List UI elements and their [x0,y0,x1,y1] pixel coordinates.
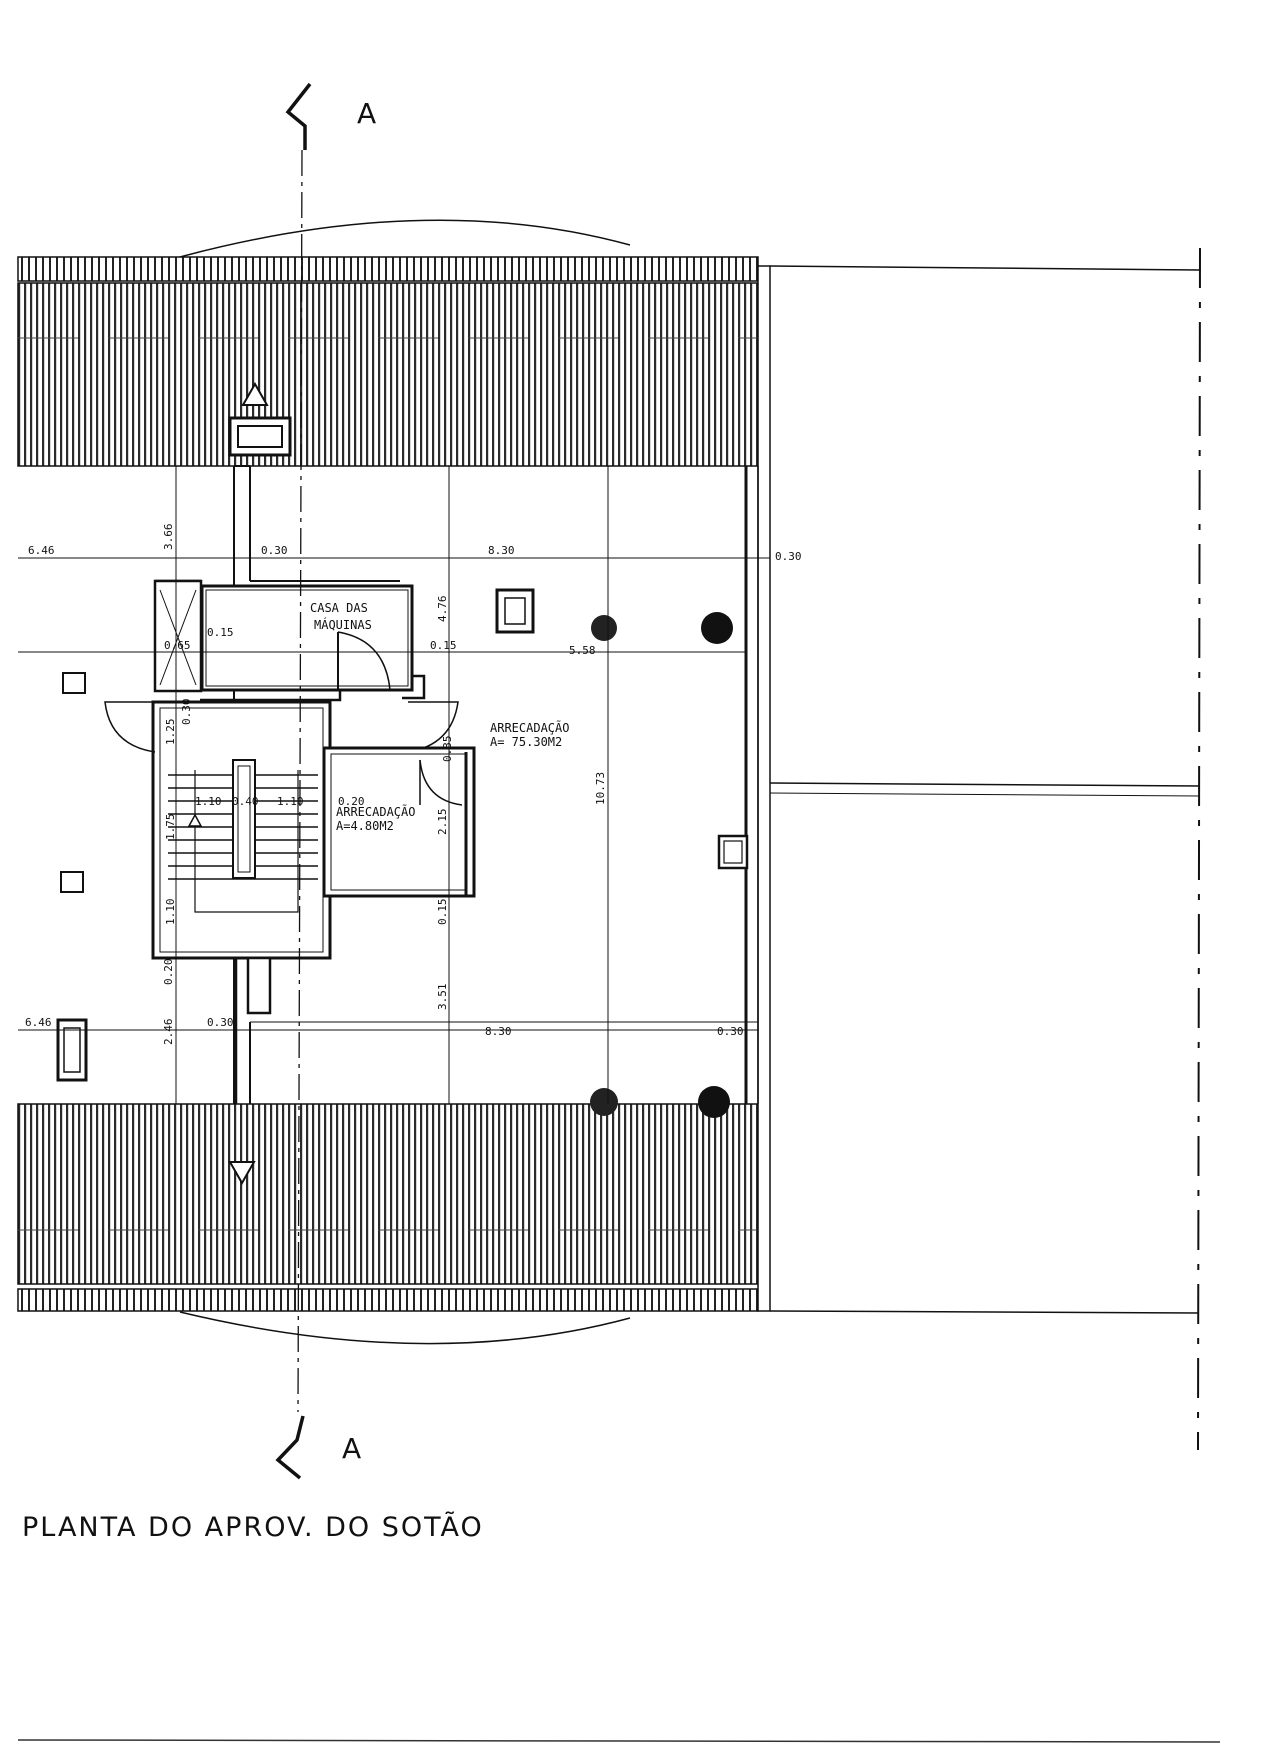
right-terrace [757,247,1201,1451]
dim-0-30-right-bottom: 0.30 [717,1025,744,1038]
dim-5-58: 5.58 [569,644,596,657]
dim-3-66: 3.66 [162,524,175,551]
dim-0-15-b: 0.15 [430,639,457,652]
section-line-a [275,82,312,1480]
vent-box-a [62,672,86,694]
dimension-labels: 6.46 3.66 0.30 8.30 0.30 4.76 0.15 0.65 … [25,524,802,1046]
stair-up-arrow-icon [187,813,203,827]
dim-0-30-bottom: 0.30 [207,1016,234,1029]
dim-10-73: 10.73 [594,772,607,805]
label-storage-main-2: A= 75.30M2 [490,735,562,749]
roof-band-bottom [17,1103,759,1345]
dim-6-46-top: 6.46 [28,544,55,557]
slope-arrow-down-icon [228,1161,256,1186]
dim-0-15-c: 0.15 [436,899,449,926]
dim-0-20-a: 0.20 [338,795,365,808]
label-machine-room-2: MÁQUINAS [314,617,372,632]
dim-8-30-top: 8.30 [488,544,515,557]
dimension-lines [18,466,770,1104]
dim-2-15: 2.15 [436,809,449,836]
stair-treads [168,759,318,913]
dim-1-25: 1.25 [164,719,177,746]
dim-1-10-a: 1.10 [195,795,222,808]
roof-band-top [17,219,759,467]
dim-8-30-bottom: 8.30 [485,1025,512,1038]
drawing-title: PLANTA DO APROV. DO SOTÃO [22,1512,484,1543]
dim-0-40: 0.40 [232,795,259,808]
dim-0-30-vert: 0.30 [180,699,193,726]
dim-1-10-b: 1.10 [277,795,304,808]
label-storage-small-1: ARRECADAÇÃO [336,804,415,819]
dim-1-75: 1.75 [164,814,177,841]
dim-0-65: 0.65 [164,639,191,652]
dim-0-30-top: 0.30 [261,544,288,557]
columns [590,612,733,1118]
section-marker-bottom: A [342,1432,361,1465]
skylight-a [495,588,535,634]
skylight-b [56,1018,88,1082]
sheet-bottom-rule [17,1739,1221,1743]
dim-0-35: 0.35 [441,736,454,763]
label-storage-small-2: A=4.80M2 [336,819,394,833]
dim-1-10-c: 1.10 [164,899,177,926]
dim-0-30-right-top: 0.30 [775,550,802,563]
stair-core [104,579,476,1104]
slope-arrow-up-icon [241,381,269,406]
dim-3-51: 3.51 [436,984,449,1011]
dim-0-15-a: 0.15 [207,626,234,639]
label-machine-room-1: CASA DAS [310,601,368,615]
dim-4-76: 4.76 [436,596,449,623]
vent-box-b [60,871,84,893]
dim-6-46-bottom: 6.46 [25,1016,52,1029]
dim-2-46: 2.46 [162,1019,175,1046]
dim-0-20-b: 0.20 [162,959,175,986]
section-marker-top: A [357,97,376,130]
label-storage-main-1: ARRECADAÇÃO [490,720,569,735]
